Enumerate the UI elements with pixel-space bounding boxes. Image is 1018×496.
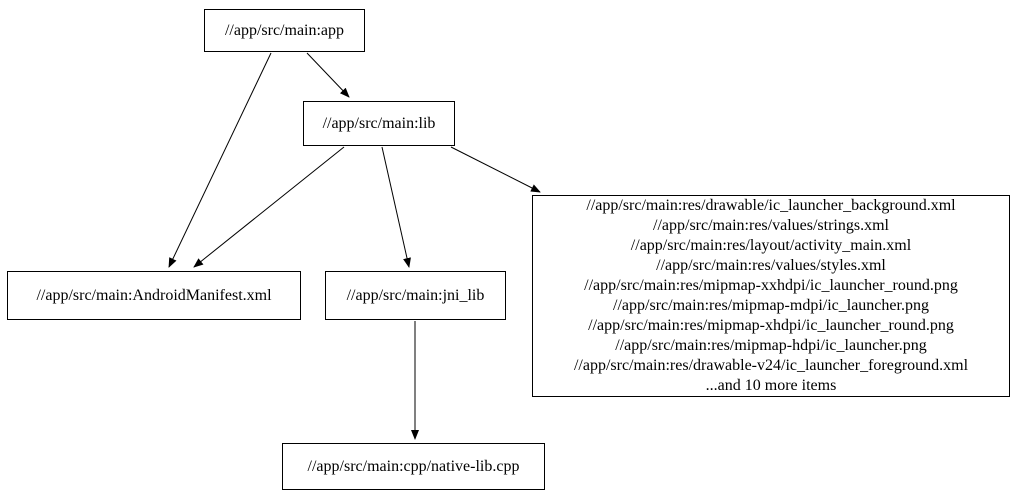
resource-item: //app/src/main:res/values/styles.xml	[656, 257, 886, 274]
node-android-manifest-label: //app/src/main:AndroidManifest.xml	[36, 286, 272, 304]
edge-lib-to-resources	[450, 146, 541, 193]
resource-item: //app/src/main:res/drawable/ic_launcher_…	[586, 197, 956, 214]
edge-lib-to-jni-lib	[381, 146, 411, 268]
resource-item: //app/src/main:res/drawable-v24/ic_launc…	[573, 357, 969, 374]
resource-item: //app/src/main:res/values/strings.xml	[653, 217, 889, 234]
node-lib-label: //app/src/main:lib	[322, 114, 436, 132]
node-native-lib: //app/src/main:cpp/native-lib.cpp	[282, 443, 545, 490]
resource-item: //app/src/main:res/mipmap-xxhdpi/ic_laun…	[584, 277, 958, 294]
node-lib: //app/src/main:lib	[303, 101, 455, 146]
node-native-lib-label: //app/src/main:cpp/native-lib.cpp	[307, 457, 520, 475]
resource-item: //app/src/main:res/layout/activity_main.…	[630, 237, 912, 254]
node-jni-lib-label: //app/src/main:jni_lib	[346, 286, 485, 304]
resource-item: //app/src/main:res/mipmap-hdpi/ic_launch…	[615, 337, 927, 354]
edge-app-to-lib	[306, 52, 350, 98]
node-app: //app/src/main:app	[204, 9, 365, 52]
resource-item: //app/src/main:res/mipmap-xhdpi/ic_launc…	[588, 317, 954, 334]
node-resources-group: //app/src/main:res/drawable/ic_launcher_…	[532, 195, 1010, 397]
edge-lib-to-android-manifest	[193, 146, 345, 268]
resource-item: //app/src/main:res/mipmap-mdpi/ic_launch…	[613, 297, 929, 314]
node-android-manifest: //app/src/main:AndroidManifest.xml	[7, 271, 301, 320]
node-app-label: //app/src/main:app	[224, 21, 345, 39]
resource-item-more: ...and 10 more items	[705, 377, 837, 394]
edge-app-to-android-manifest	[168, 52, 272, 268]
node-jni-lib: //app/src/main:jni_lib	[325, 271, 506, 320]
